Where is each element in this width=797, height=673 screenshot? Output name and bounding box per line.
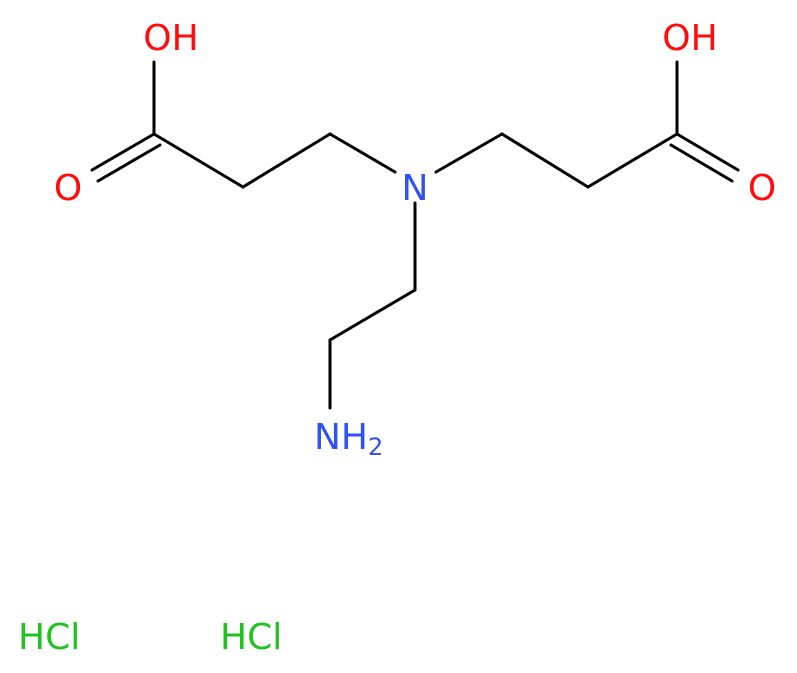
bond-right-chain-2 [586, 132, 679, 189]
atom-oh-right: OH [662, 18, 717, 59]
atom-amine: NH2 [314, 417, 383, 461]
bonds [90, 60, 740, 410]
atom-o-right: O [748, 168, 776, 209]
bond-c-o-right-2 [669, 143, 734, 183]
amine-label: NH [314, 417, 368, 458]
atom-oh-left: OH [143, 18, 198, 59]
bond-c-o-left-1 [90, 132, 156, 172]
bond-c-o-right-1 [675, 132, 740, 172]
bond-left-chain-2 [241, 132, 332, 189]
bond-left-chain-1 [152, 132, 245, 189]
bond-right-chain-1 [500, 132, 590, 189]
bond-ethyl-1 [328, 288, 417, 342]
amine-subscript: 2 [368, 433, 383, 461]
bond-left-chain-n [328, 132, 397, 174]
atom-labels: OH O N OH O NH2 [54, 18, 776, 461]
atom-o-left: O [54, 168, 82, 209]
atom-n-center: N [402, 168, 429, 209]
salt-hcl-1: HCl [18, 617, 80, 658]
bond-right-chain-n [434, 132, 504, 174]
salt-hcl-2: HCl [220, 617, 282, 658]
bond-c-o-left-2 [96, 143, 162, 183]
counterions: HCl HCl [18, 617, 282, 658]
